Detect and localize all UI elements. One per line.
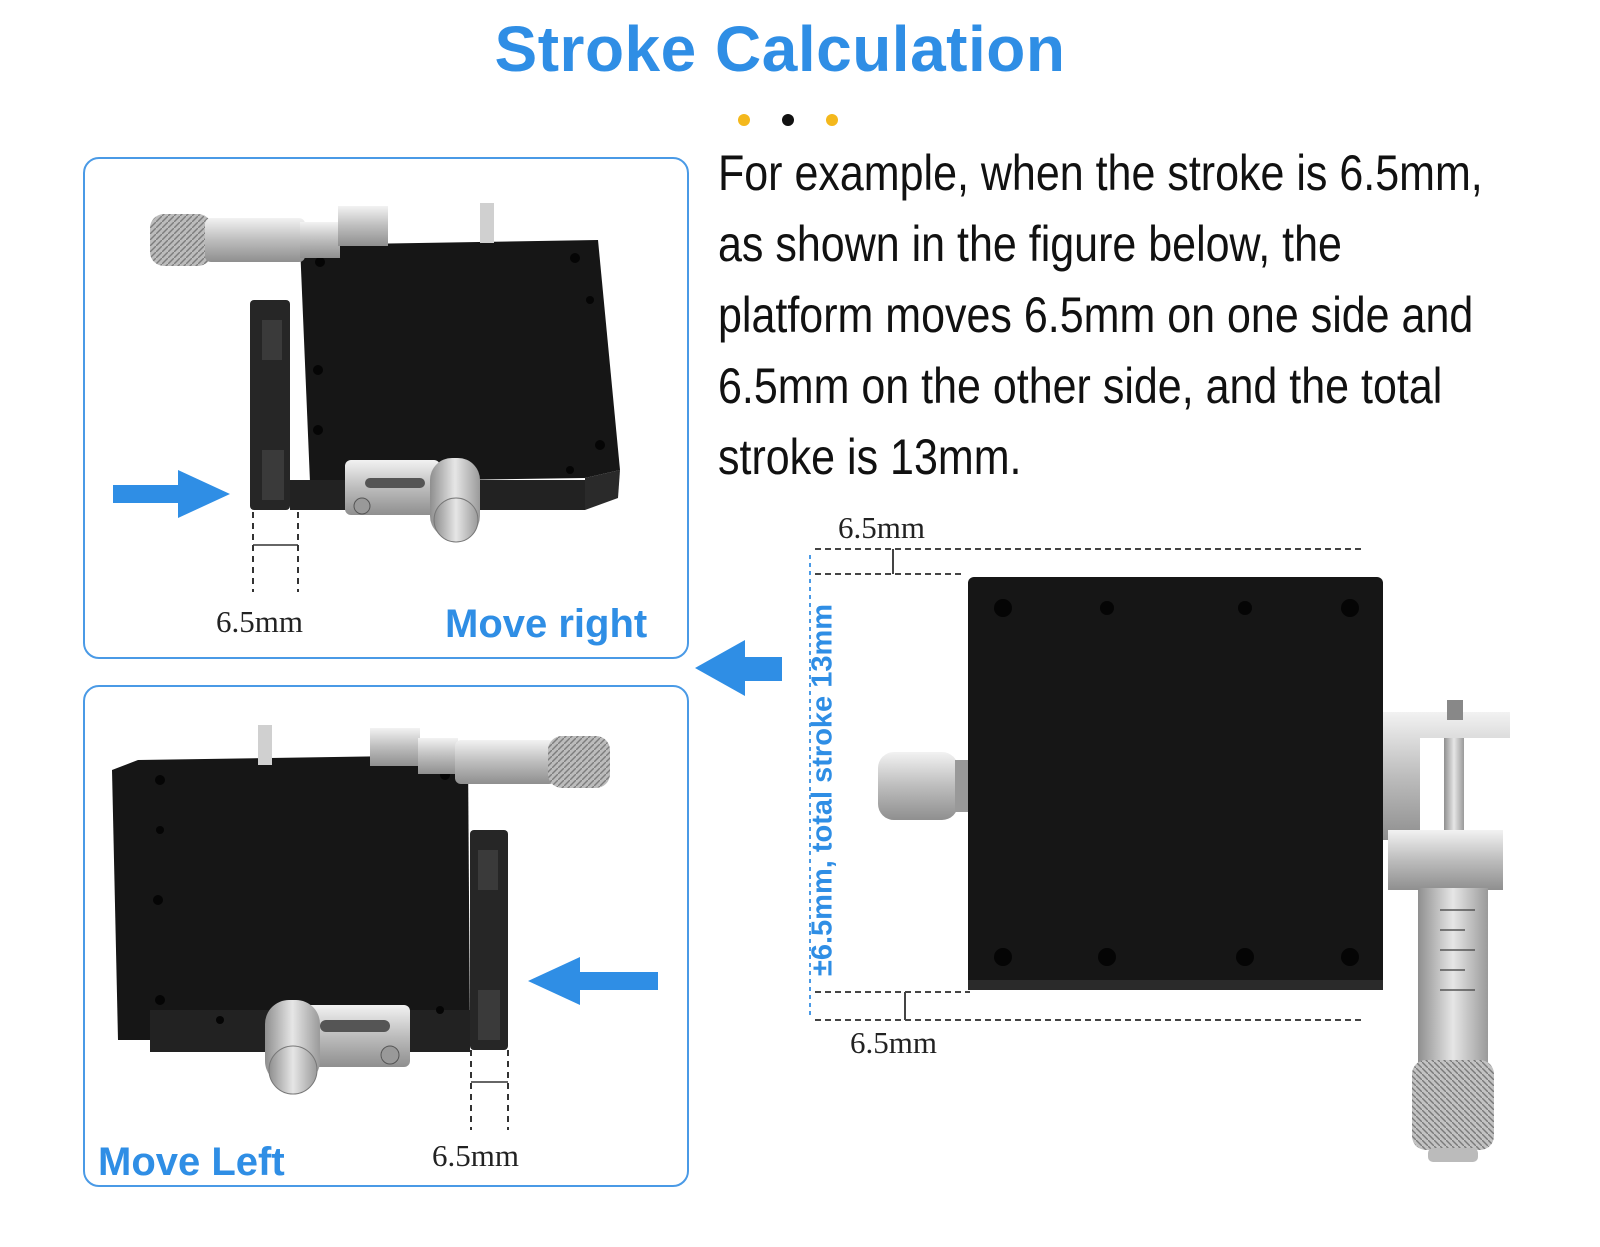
move-right-measure-label: 6.5mm: [216, 604, 303, 639]
move-right-caption: Move right: [445, 602, 648, 646]
stage-move-left: [112, 725, 658, 1130]
stage-top-view: [809, 548, 1510, 1162]
arrow-right-icon: [113, 470, 230, 518]
description-line: as shown in the figure below, the: [718, 216, 1342, 272]
description-line: For example, when the stroke is 6.5mm,: [718, 145, 1483, 201]
bottom-measure-label: 6.5mm: [850, 1025, 937, 1060]
description-line: platform moves 6.5mm on one side and: [718, 287, 1474, 343]
separator-dot-yellow: [738, 114, 750, 126]
separator-dot-yellow: [826, 114, 838, 126]
separator-dot-black: [782, 114, 794, 126]
stage-move-right: [113, 203, 620, 592]
top-measure-label: 6.5mm: [838, 510, 925, 545]
description-line: 6.5mm on the other side, and the total: [718, 358, 1443, 414]
arrow-left-icon: [528, 957, 658, 1005]
arrow-left-icon: [695, 640, 782, 696]
total-stroke-label: ±6.5mm, total stroke 13mm: [806, 603, 839, 977]
move-left-caption: Move Left: [98, 1140, 285, 1184]
description-line: stroke is 13mm.: [718, 429, 1022, 485]
description-text: For example, when the stroke is 6.5mm, a…: [718, 138, 1483, 493]
page-title: Stroke Calculation: [494, 13, 1066, 85]
move-left-measure-label: 6.5mm: [432, 1138, 519, 1173]
